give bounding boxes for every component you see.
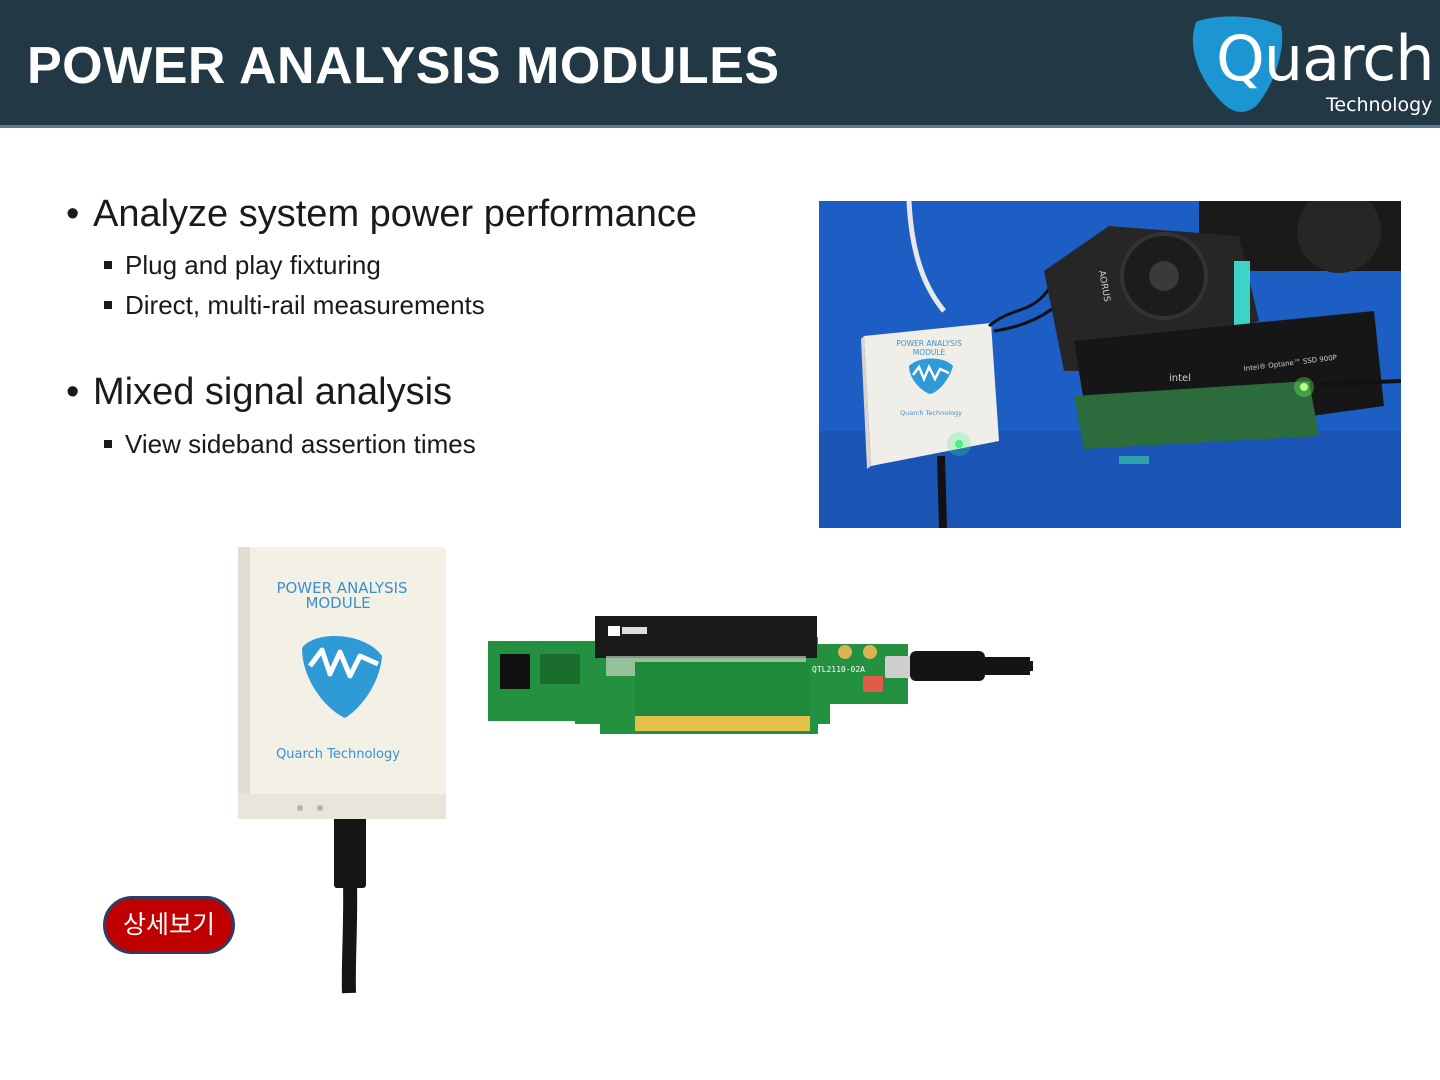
logo-shield-icon bbox=[1192, 16, 1283, 112]
svg-text:MODULE: MODULE bbox=[305, 594, 370, 612]
setup-photo: POWER ANALYSIS MODULE Quarch Technology … bbox=[819, 201, 1401, 528]
power-module-photo: POWER ANALYSIS MODULE Quarch Technology bbox=[861, 323, 999, 469]
sub-bullet-item: View sideband assertion times bbox=[104, 429, 476, 460]
logo-wordmark: Quarch bbox=[1216, 22, 1435, 95]
sub-bullet-text: Direct, multi-rail measurements bbox=[125, 290, 485, 320]
sub-bullet-text: View sideband assertion times bbox=[125, 429, 476, 459]
detail-view-button[interactable]: 상세보기 bbox=[103, 896, 235, 954]
pcie-breakout-board-photo: QTL2110-02A bbox=[488, 616, 1033, 734]
square-bullet-icon bbox=[104, 301, 112, 310]
svg-text:POWER ANALYSIS: POWER ANALYSIS bbox=[276, 579, 407, 597]
sub-bullet-item: Plug and play fixturing bbox=[104, 250, 381, 281]
square-bullet-icon bbox=[104, 440, 112, 449]
square-bullet-icon bbox=[104, 261, 112, 270]
svg-text:intel: intel bbox=[1169, 373, 1191, 384]
bullet-item: • Mixed signal analysis bbox=[66, 371, 452, 414]
title-bar: POWER ANALYSIS MODULES Quarch Technology bbox=[0, 0, 1440, 128]
logo-subtext: Technology bbox=[1326, 94, 1433, 116]
bullet-dot: • bbox=[66, 371, 80, 413]
bullet-text: Mixed signal analysis bbox=[93, 371, 453, 413]
page-title: POWER ANALYSIS MODULES bbox=[27, 37, 780, 95]
bullet-item: • Analyze system power performance bbox=[66, 193, 697, 236]
pc-hardware-photo: AORUS intel Intel® Optane™ SSD 900P bbox=[1044, 201, 1401, 464]
quarch-logo: Quarch Technology bbox=[1186, 14, 1435, 120]
bullet-text: Analyze system power performance bbox=[93, 193, 698, 235]
svg-text:Quarch Technology: Quarch Technology bbox=[900, 409, 962, 417]
product-photo: POWER ANALYSIS MODULE Quarch Technology … bbox=[238, 547, 1033, 994]
power-analysis-module-photo: POWER ANALYSIS MODULE Quarch Technology bbox=[238, 547, 446, 819]
svg-text:QTL2110-02A: QTL2110-02A bbox=[812, 665, 865, 674]
svg-text:POWER ANALYSIS: POWER ANALYSIS bbox=[896, 339, 962, 348]
bullet-dot: • bbox=[66, 193, 80, 235]
sub-bullet-item: Direct, multi-rail measurements bbox=[104, 290, 485, 321]
sub-bullet-text: Plug and play fixturing bbox=[125, 250, 381, 280]
svg-text:MODULE: MODULE bbox=[913, 348, 946, 357]
svg-text:Quarch Technology: Quarch Technology bbox=[276, 747, 400, 762]
